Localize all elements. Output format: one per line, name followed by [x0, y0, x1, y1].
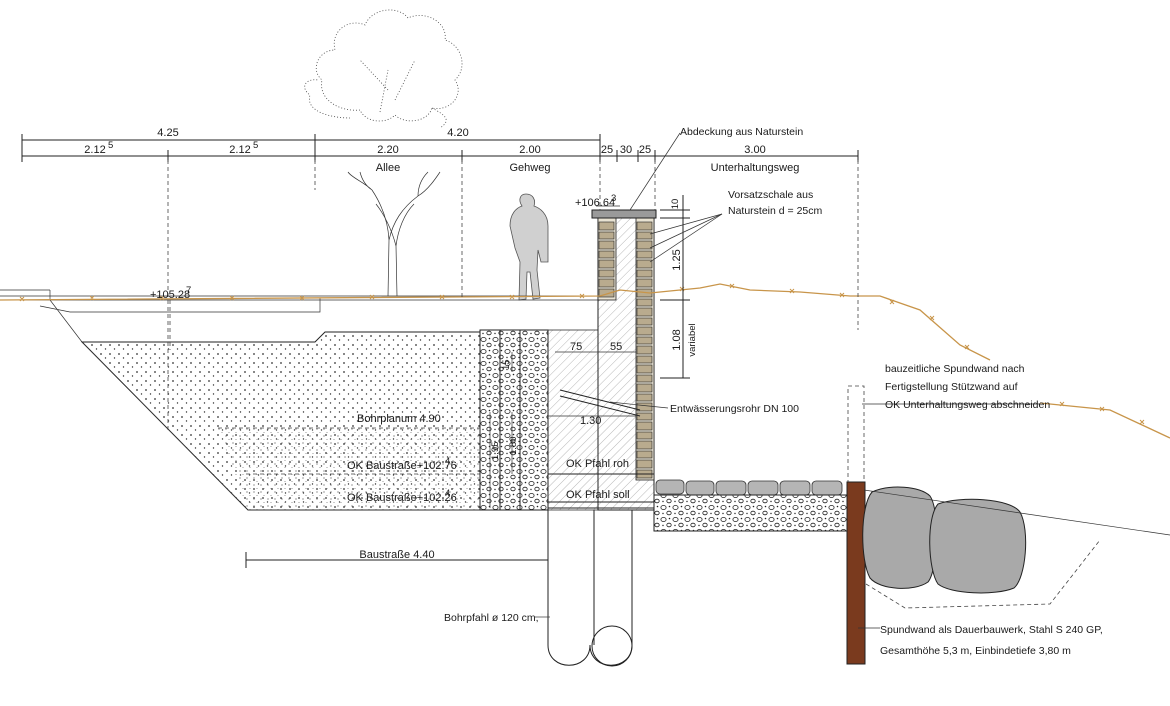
- label-unterhaltungsweg: Unterhaltungsweg: [711, 162, 800, 174]
- annotation-bohrpfahl: Bohrpfahl ø 120 cm,: [444, 612, 539, 624]
- dim-seg2: 2.12: [229, 144, 250, 156]
- annotation-spundwand-perm-2: Gesamthöhe 5,3 m, Einbindetiefe 3,80 m: [880, 645, 1071, 657]
- level-ok-pfahl-roh: OK Pfahl roh: [566, 458, 629, 470]
- dim-seg4: 2.00: [519, 144, 540, 156]
- level-baustrasse: Baustraße 4.40: [359, 549, 434, 561]
- dim-130: 1.30: [580, 415, 601, 427]
- dim-180: 1.80: [508, 437, 519, 456]
- annotation-spundwand-temp-3: OK Unterhaltungsweg abschneiden: [885, 399, 1050, 411]
- dim-seg7: 25: [639, 144, 651, 156]
- label-gehweg: Gehweg: [510, 162, 551, 174]
- annotation-spundwand-perm-1: Spundwand als Dauerbauwerk, Stahl S 240 …: [880, 624, 1103, 636]
- annotation-vorsatzschale-1: Vorsatzschale aus: [728, 189, 813, 201]
- annotation-vorsatzschale-2: Naturstein d = 25cm: [728, 205, 823, 217]
- dim-195: 1.95: [490, 442, 501, 461]
- dim-seg1: 2.12: [84, 144, 105, 156]
- dimension-lines: [21, 134, 859, 568]
- maintenance-path: [653, 479, 851, 532]
- embankment-fill: [80, 331, 481, 511]
- level-ok-baustrasse-1-sup: 4: [445, 456, 450, 467]
- level-ok-baustrasse-1: OK Baustraße+102.76: [347, 460, 457, 472]
- dim-v-125: 1.25: [671, 249, 683, 270]
- annotation-entwaesserung: Entwässerungsrohr DN 100: [670, 403, 799, 415]
- capstone: [591, 209, 657, 219]
- boulder-icons: [862, 486, 1027, 594]
- dim-seg6: 30: [620, 144, 632, 156]
- dim-seg3: 2.20: [377, 144, 398, 156]
- level-ground-left: +105.28: [150, 289, 190, 301]
- dim-v-10: 10: [670, 199, 681, 210]
- terrain-line: [0, 283, 1170, 439]
- level-ground-left-sup: 7: [186, 285, 191, 296]
- dim-seg5: 25: [601, 144, 613, 156]
- annotation-abdeckung: Abdeckung aus Naturstein: [680, 126, 803, 138]
- temporary-sheet-pile: [847, 385, 865, 483]
- level-ok-baustrasse-2-sup: 4: [445, 488, 450, 499]
- tree-icon: [347, 171, 441, 297]
- bored-pile: [547, 510, 633, 667]
- level-top-wall: +106.64: [575, 197, 615, 209]
- leader-lines: [535, 132, 1040, 629]
- dim-15: 15: [501, 359, 512, 370]
- label-allee: Allee: [376, 162, 400, 174]
- gravel-column: [479, 329, 549, 511]
- dim-4-25: 4.25: [157, 127, 178, 139]
- annotation-spundwand-temp-2: Fertigstellung Stützwand auf: [885, 381, 1018, 393]
- level-bohrplanum: Bohrplanum 4.90: [357, 413, 441, 425]
- retaining-wall: [559, 209, 657, 511]
- dim-seg1-sup: 5: [108, 140, 113, 151]
- dim-variabel: variabel: [687, 323, 698, 356]
- permanent-sheet-pile: [846, 481, 866, 665]
- dim-55: 55: [610, 341, 622, 353]
- dim-75: 75: [570, 341, 582, 353]
- dim-v-108: 1.08: [671, 329, 683, 350]
- level-top-wall-sup: 3: [611, 193, 616, 204]
- level-ok-pfahl-soll: OK Pfahl soll: [566, 489, 630, 501]
- annotation-spundwand-temp-1: bauzeitliche Spundwand nach: [885, 363, 1025, 375]
- dim-seg8: 3.00: [744, 144, 765, 156]
- tree-outline-icon: [304, 9, 463, 129]
- pedestrian-figure-icon: [509, 193, 549, 301]
- dim-seg2-sup: 5: [253, 140, 258, 151]
- dim-4-20: 4.20: [447, 127, 468, 139]
- level-ok-baustrasse-2: OK Baustraße+102.26: [347, 492, 457, 504]
